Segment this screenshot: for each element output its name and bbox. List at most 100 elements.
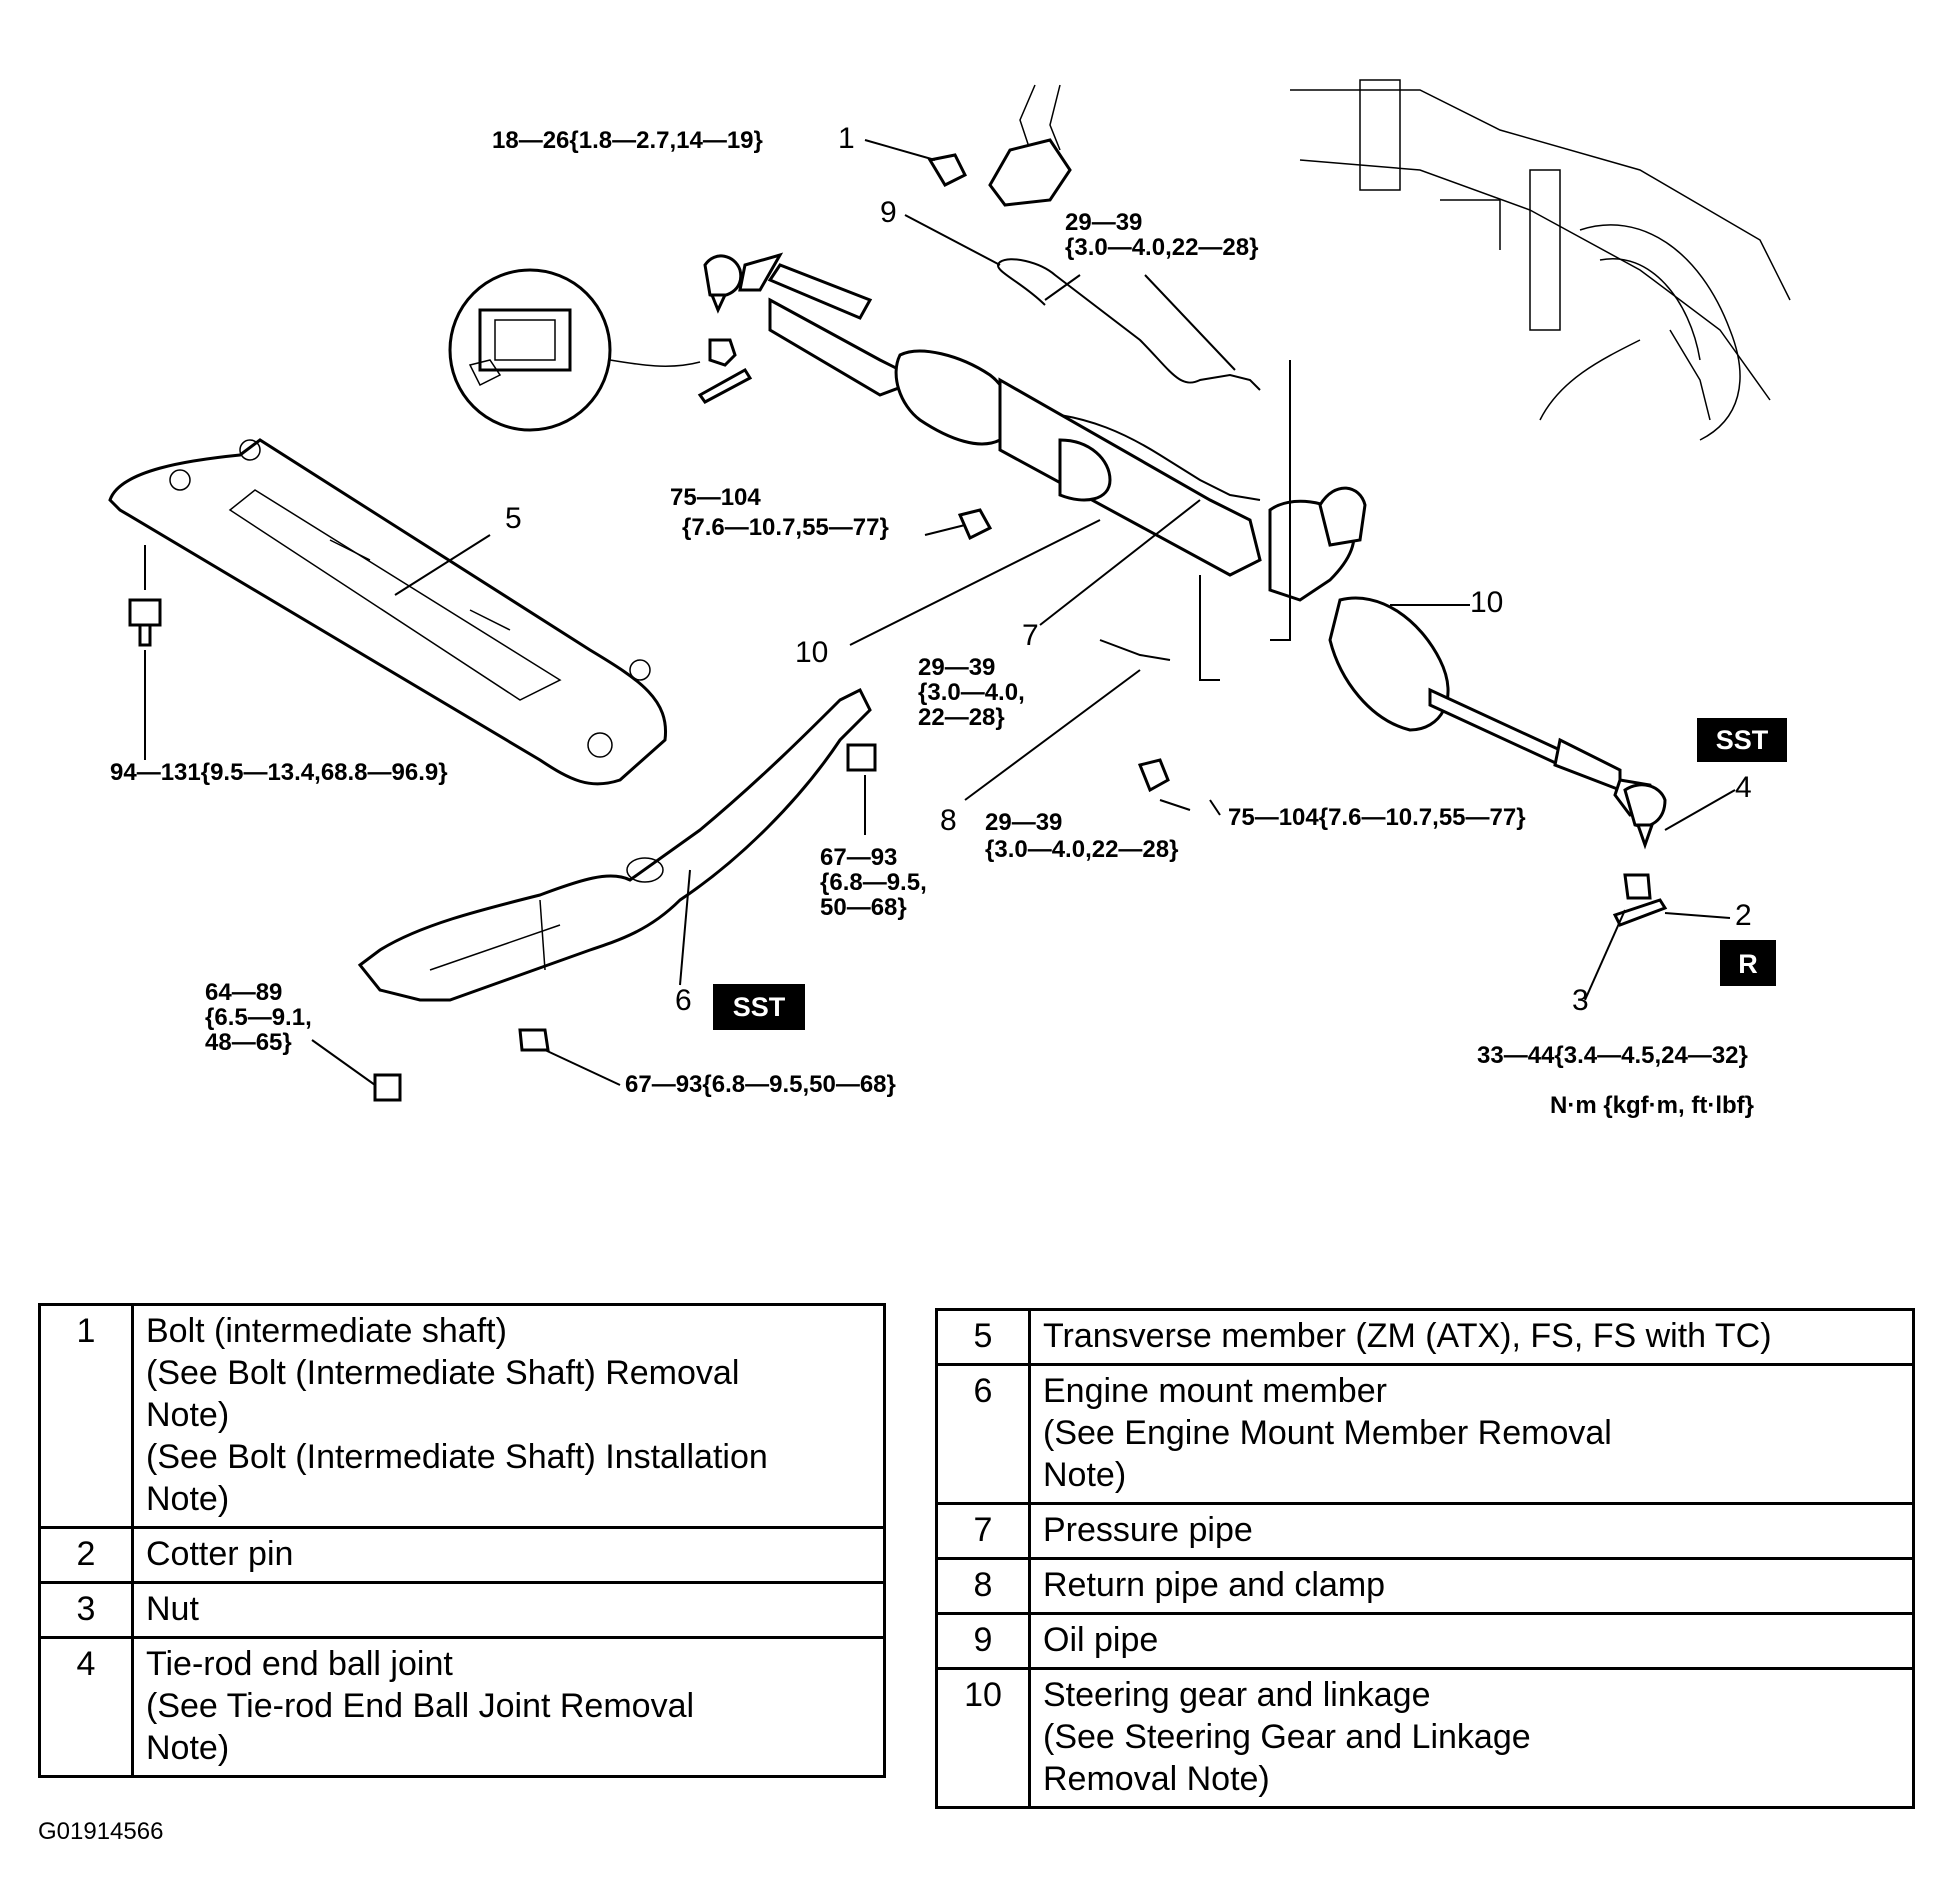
torque-label-tie-rod-nut: 33—44{3.4—4.5,24—32}: [1477, 1042, 1748, 1069]
torque-label-engine-mount-bolt-l2: {6.5—9.1,: [205, 1004, 312, 1031]
torque-label-return-pipe-l2: {3.0—4.0,: [918, 679, 1025, 706]
nut-tie-rod-right: [1623, 873, 1652, 900]
description-line: Pressure pipe: [1043, 1511, 1253, 1549]
tie-rod-end-left: [703, 254, 743, 314]
part-number: 1: [38, 1303, 134, 1529]
parts-table-right: 5 Transverse member (ZM (ATX), FS, FS wit…: [935, 1308, 1915, 1809]
engine-mount-member: [357, 687, 872, 1002]
pressure-pipe: [1059, 414, 1261, 501]
intermediate-shaft: [927, 84, 1072, 207]
description-line: (See Steering Gear and Linkage: [1043, 1718, 1531, 1756]
part-description: Return pipe and clamp: [1028, 1557, 1915, 1615]
bolt-steering-gear-bracket: [1137, 758, 1170, 793]
description-line: (See Bolt (Intermediate Shaft) Installat…: [146, 1438, 768, 1476]
r-badge: R: [1720, 940, 1776, 986]
torque-label-engine-mount-nut-l1: 67—93: [820, 844, 897, 871]
part-number: 10: [935, 1667, 1031, 1809]
description-line: Note): [146, 1729, 230, 1767]
description-line: Engine mount member: [1043, 1372, 1387, 1410]
svg-text:SST: SST: [1716, 725, 1769, 755]
steering-exploded-diagram: 18—26{1.8—2.7,14—19} 1 9 29—39 {3.0—4.0,…: [108, 79, 1791, 1119]
torque-label-return-pipe-l3: 22—28}: [918, 704, 1005, 731]
sst-badge-right: SST: [1697, 718, 1787, 762]
torque-label-bolt-shaft: 18—26{1.8—2.7,14—19}: [492, 127, 763, 154]
description-line: Tie-rod end ball joint: [146, 1645, 453, 1683]
part-number: 4: [38, 1636, 134, 1778]
description-line: Oil pipe: [1043, 1621, 1159, 1659]
bolt-engine-mount-left: [373, 1073, 402, 1102]
torque-label-nut-a-l1: 75—104: [670, 484, 761, 511]
description-line: Transverse member (ZM (ATX), FS, FS with…: [1043, 1317, 1772, 1355]
vehicle-body-outline: [1290, 79, 1791, 441]
bolt-transverse-member: [128, 545, 162, 760]
oil-pipe: [997, 258, 1261, 391]
torque-label-nut-a-l2: {7.6—10.7,55—77}: [682, 514, 889, 541]
torque-label-return-pipe-l1: 29—39: [918, 654, 995, 681]
part-number: 8: [935, 1557, 1031, 1615]
part-number: 2: [38, 1526, 134, 1584]
torque-label-engine-mount-nut-b: 67—93{6.8—9.5,50—68}: [625, 1071, 896, 1098]
inset-detail-circle: [448, 268, 701, 432]
callout-4: 4: [1735, 771, 1752, 804]
torque-label-engine-mount-bolt-l1: 64—89: [205, 979, 282, 1006]
part-description: Oil pipe: [1028, 1612, 1915, 1670]
description-line: Note): [146, 1396, 230, 1434]
table-row: 2 Cotter pin: [38, 1526, 886, 1584]
table-row: 4 Tie-rod end ball joint (See Tie-rod End …: [38, 1636, 886, 1778]
part-number: 7: [935, 1502, 1031, 1560]
description-line: Removal Note): [1043, 1760, 1270, 1798]
callout-3: 3: [1572, 984, 1589, 1017]
callout-8: 8: [940, 804, 957, 837]
callout-9: 9: [880, 196, 897, 229]
description-line: Note): [146, 1480, 230, 1518]
callout-1: 1: [838, 122, 855, 155]
description-line: Note): [1043, 1456, 1127, 1494]
torque-label-gear-bracket-bolt: 75—104{7.6—10.7,55—77}: [1228, 804, 1526, 831]
torque-label-pressure-pipe-l2: {3.0—4.0,22—28}: [985, 836, 1178, 863]
nut-steering-gear-left: [957, 508, 993, 541]
part-description: Cotter pin: [131, 1526, 886, 1584]
transverse-member: [108, 438, 668, 786]
svg-text:SST: SST: [733, 992, 786, 1022]
part-number: 5: [935, 1308, 1031, 1366]
callout-10-left: 10: [795, 636, 828, 669]
description-line: (See Tie-rod End Ball Joint Removal: [146, 1687, 695, 1725]
figure-id: G01914566: [38, 1818, 164, 1845]
torque-label-oil-pipe-l1: 29—39: [1065, 209, 1142, 236]
part-number: 9: [935, 1612, 1031, 1670]
table-row: 7 Pressure pipe: [935, 1502, 1915, 1560]
tie-rod-end-right: [1623, 783, 1667, 850]
description-line: Steering gear and linkage: [1043, 1676, 1431, 1714]
leader-lines: [311, 139, 1736, 1086]
return-pipe: [1099, 639, 1171, 661]
torque-label-engine-mount-bolt-l3: 48—65}: [205, 1029, 292, 1056]
description-line: Bolt (intermediate shaft): [146, 1312, 507, 1350]
table-row: 9 Oil pipe: [935, 1612, 1915, 1670]
description-line: (See Bolt (Intermediate Shaft) Removal: [146, 1354, 740, 1392]
description-line: Cotter pin: [146, 1535, 294, 1573]
table-row: 10 Steering gear and linkage (See Steering…: [935, 1667, 1915, 1809]
parts-table-left: 1 Bolt (intermediate shaft) (See Bolt (Int…: [38, 1303, 886, 1778]
table-row: 3 Nut: [38, 1581, 886, 1639]
part-description: Tie-rod end ball joint (See Tie-rod End B…: [131, 1636, 886, 1778]
part-number: 6: [935, 1363, 1031, 1505]
callout-7: 7: [1022, 619, 1039, 652]
part-description: Nut: [131, 1581, 886, 1639]
part-description: Steering gear and linkage (See Steering G…: [1028, 1667, 1915, 1809]
sst-badge-bottom: SST: [713, 984, 805, 1030]
nut-left: [708, 338, 737, 367]
part-description: Pressure pipe: [1028, 1502, 1915, 1560]
cotter-pin-left: [697, 367, 753, 404]
svg-text:R: R: [1738, 949, 1758, 979]
torque-label-pressure-pipe-l1: 29—39: [985, 809, 1062, 836]
torque-units-note: N·m {kgf·m, ft·lbf}: [1550, 1092, 1754, 1119]
cotter-pin-right: [1612, 898, 1668, 927]
part-number: 3: [38, 1581, 134, 1639]
torque-label-transverse-bolt: 94—131{9.5—13.4,68.8—96.9}: [110, 759, 448, 786]
nut-engine-mount-bottom: [518, 1028, 550, 1052]
part-description: Bolt (intermediate shaft) (See Bolt (Inte…: [131, 1303, 886, 1529]
torque-label-engine-mount-nut-l3: 50—68}: [820, 894, 907, 921]
description-line: Nut: [146, 1590, 199, 1628]
